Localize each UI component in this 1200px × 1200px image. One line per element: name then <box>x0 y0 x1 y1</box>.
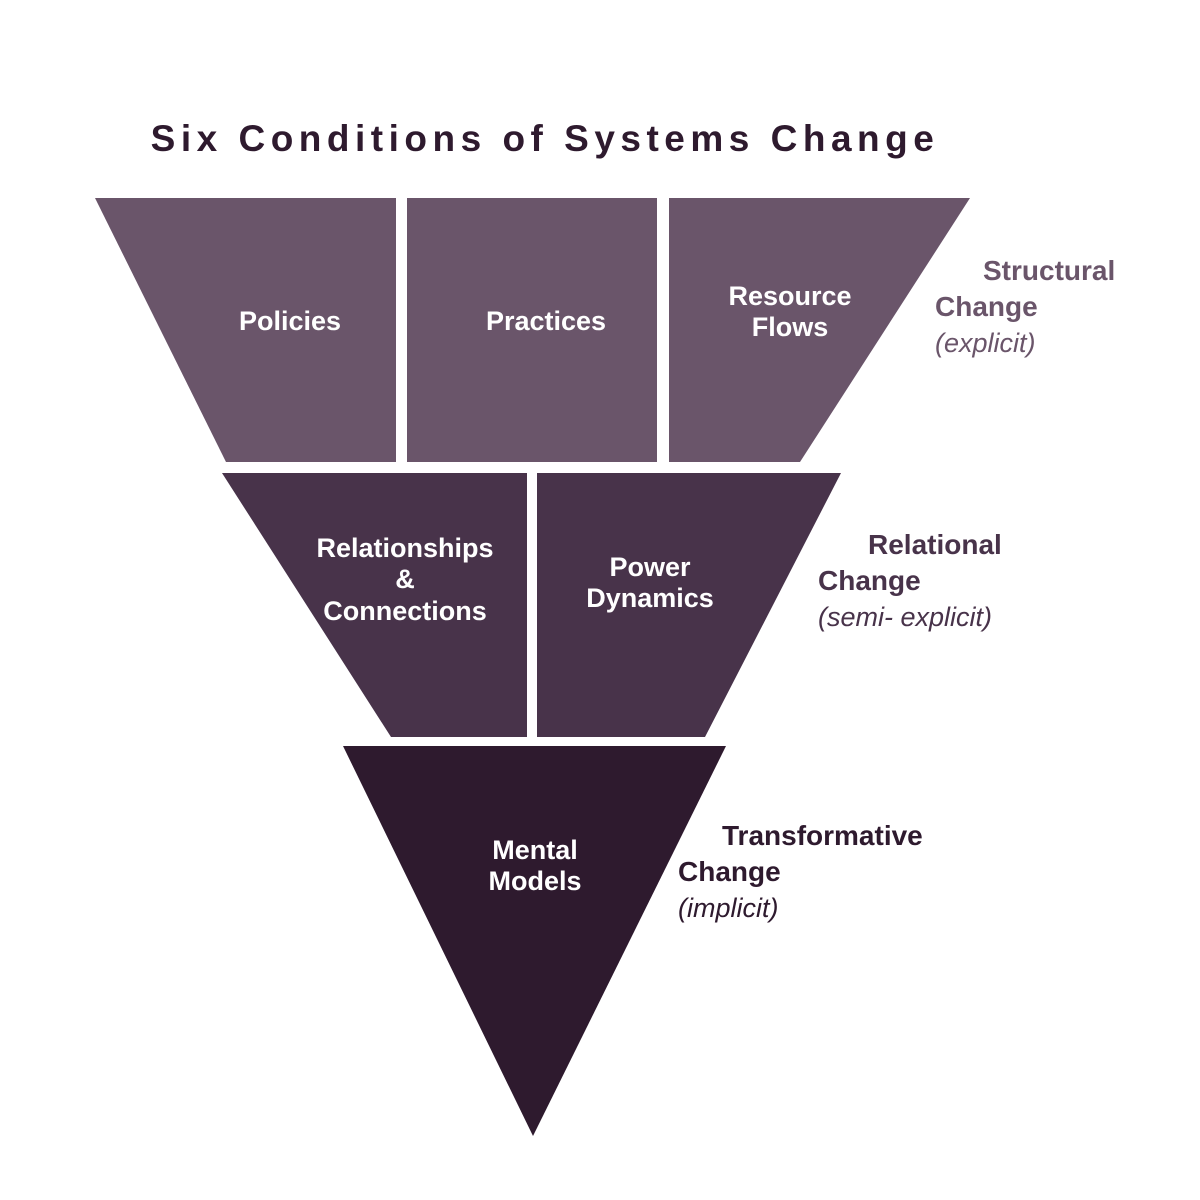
side-label-structural: Structural Change (explicit) <box>935 253 1195 360</box>
funnel-cell-relationships-connections <box>222 473 527 737</box>
funnel-cell-resource-flows <box>669 198 970 462</box>
side-label-relational-title: Relational Change <box>818 529 1002 596</box>
funnel-cell-power-dynamics <box>537 473 841 737</box>
side-label-transformative-title: Transformative Change <box>678 820 923 887</box>
side-label-structural-title: Structural Change <box>935 255 1116 322</box>
funnel-cell-mental-models <box>343 746 726 1136</box>
side-label-structural-subtitle: (explicit) <box>935 327 1036 358</box>
side-label-relational-subtitle: (semi- explicit) <box>818 601 993 632</box>
side-label-transformative-subtitle: (implicit) <box>678 892 779 923</box>
funnel-cell-policies <box>95 198 396 462</box>
side-label-transformative: Transformative Change (implicit) <box>678 818 988 925</box>
page-title: Six Conditions of Systems Change <box>150 118 940 159</box>
side-label-relational: Relational Change (semi- explicit) <box>818 527 1078 634</box>
funnel-cell-practices <box>407 198 657 462</box>
